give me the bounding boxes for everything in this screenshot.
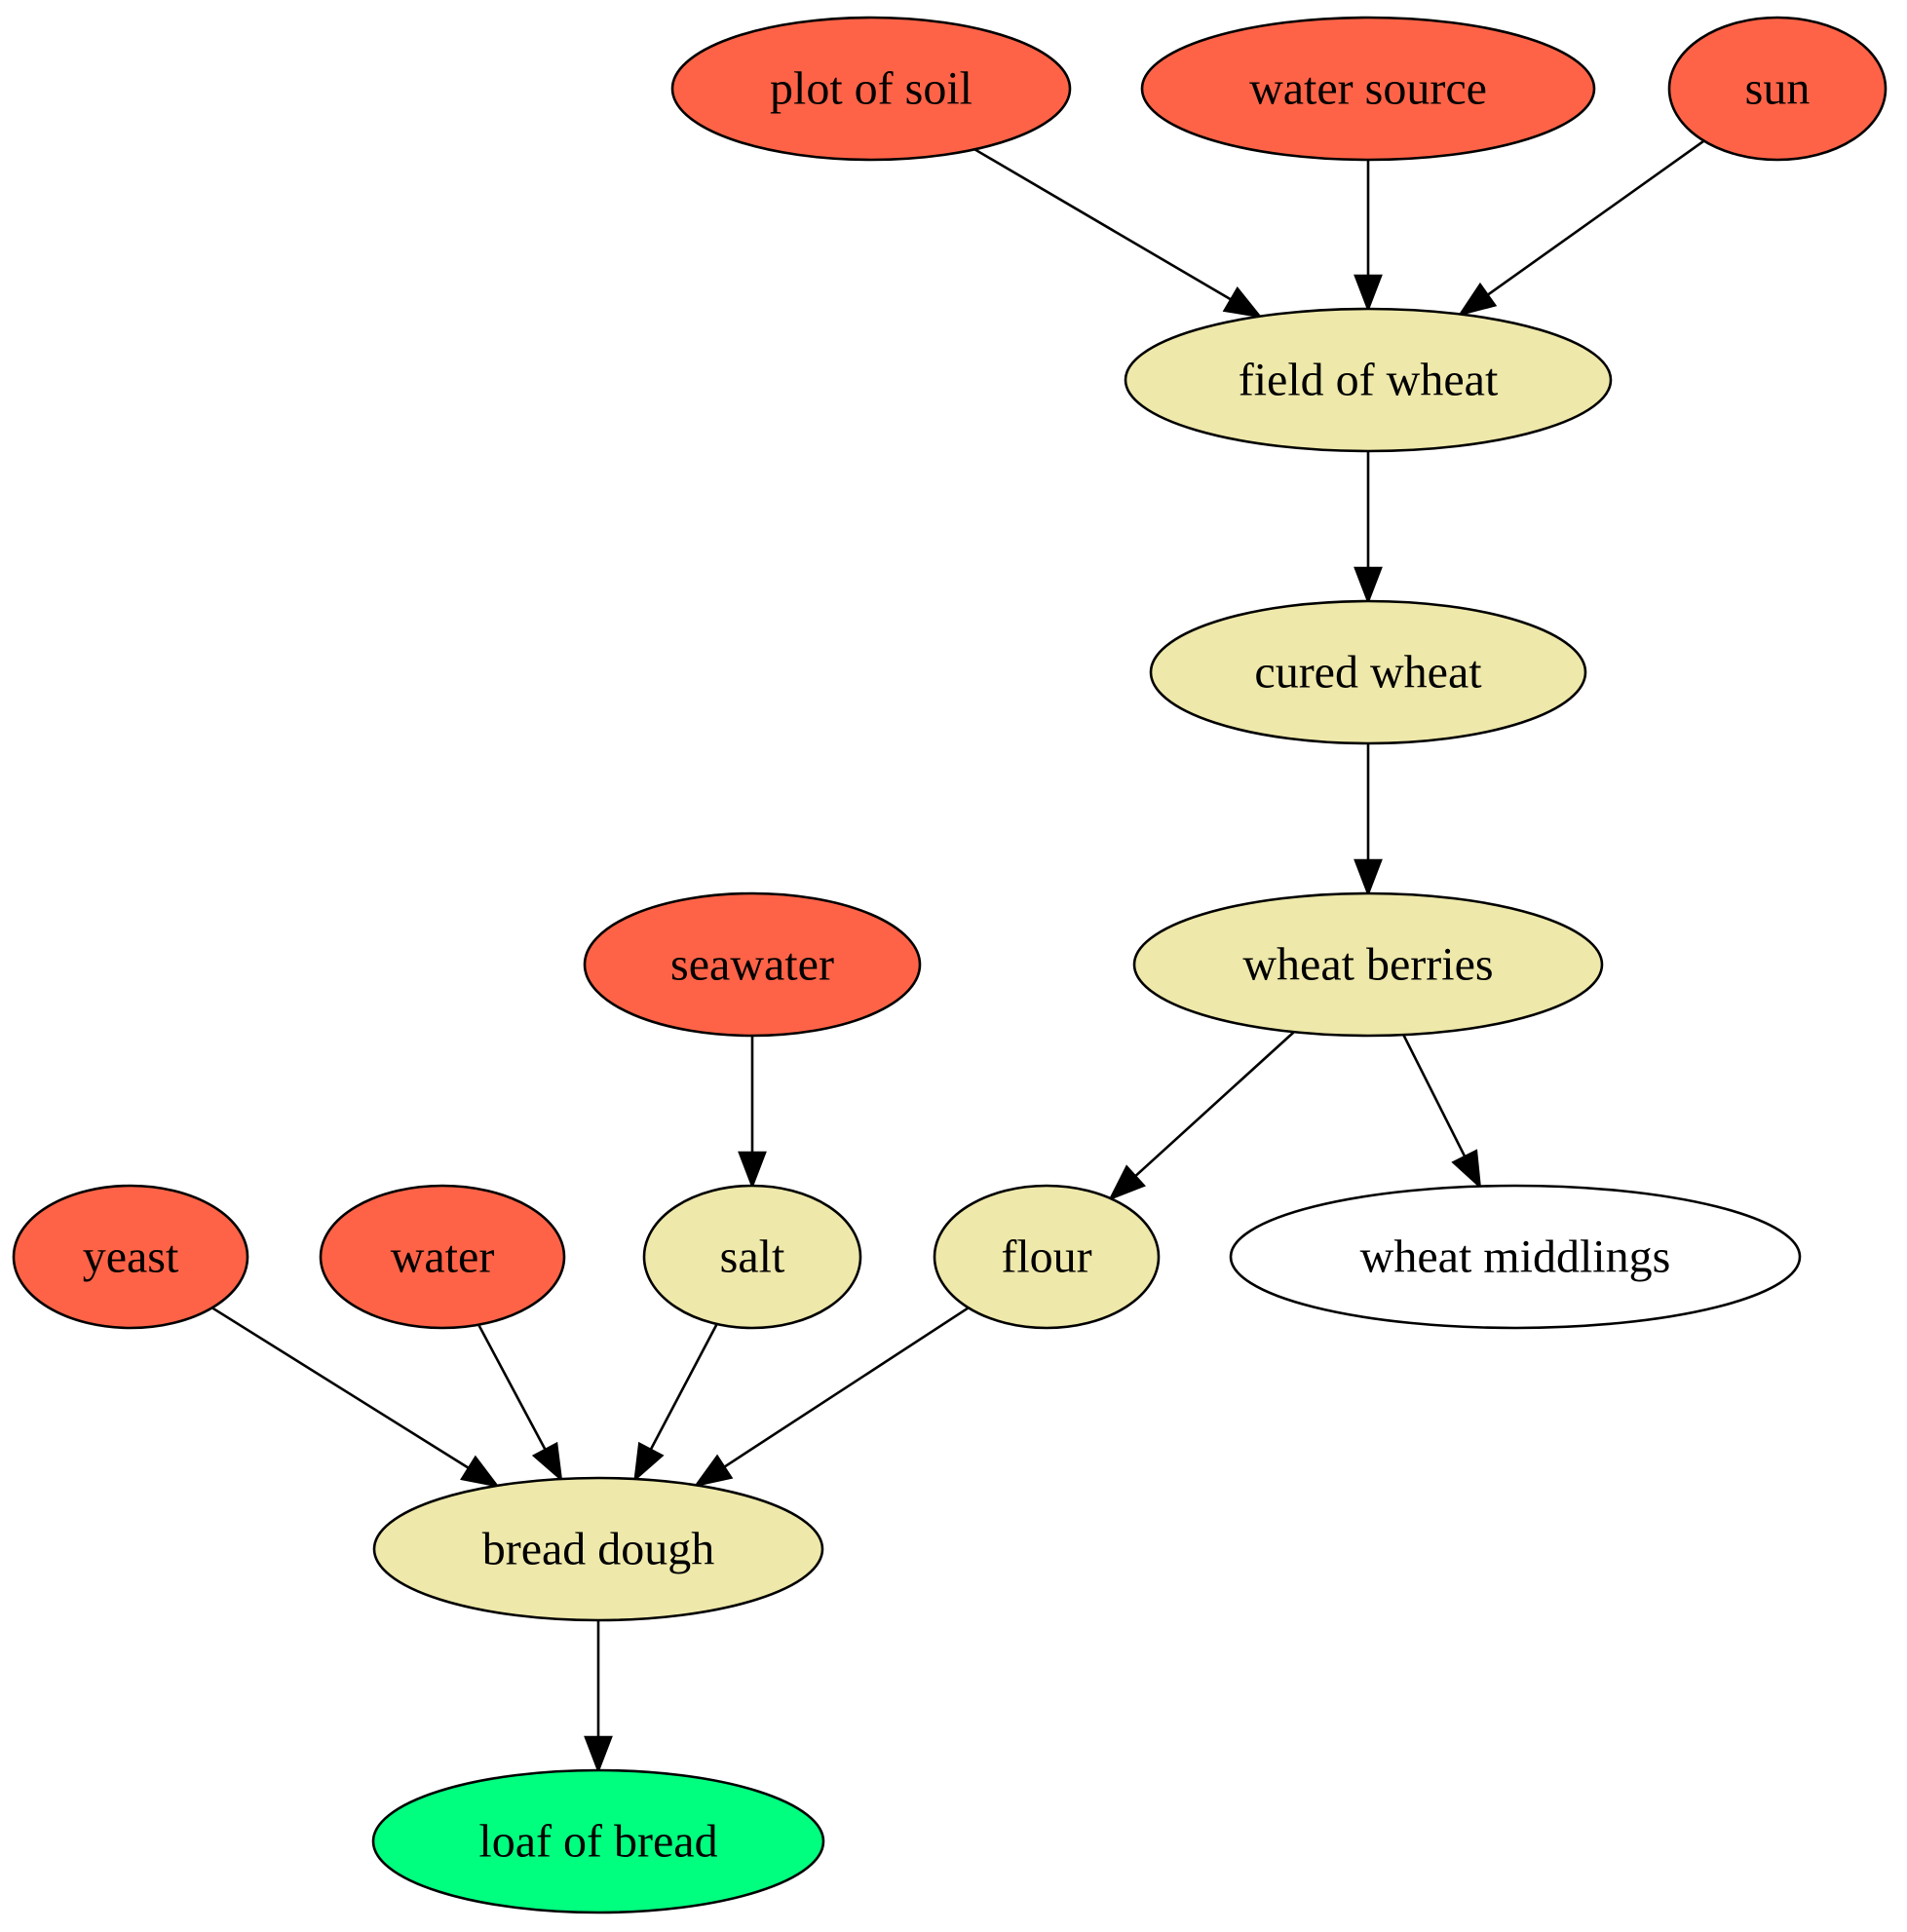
edge-line (649, 1323, 718, 1451)
node-label: salt (720, 1231, 785, 1283)
edge-line (723, 1307, 970, 1468)
edge-water-to-bread-dough (477, 1324, 563, 1483)
node-flour: flour (933, 1184, 1161, 1330)
node-label: loaf of bread (478, 1816, 717, 1868)
arrowhead (1457, 282, 1498, 317)
node-label: water source (1249, 63, 1487, 115)
edge-line (1486, 139, 1705, 296)
node-seawater: seawater (583, 891, 922, 1038)
arrowhead (1354, 274, 1383, 313)
node-salt: salt (642, 1184, 862, 1330)
node-label: sun (1745, 63, 1811, 115)
node-ellipse (583, 891, 922, 1038)
arrowhead (460, 1455, 500, 1488)
node-wheat-middlings: wheat middlings (1229, 1184, 1802, 1330)
edge-line (477, 1324, 547, 1451)
edge-bread-dough-to-loaf-of-bread (584, 1620, 613, 1774)
edge-yeast-to-bread-dough (211, 1307, 500, 1488)
node-ellipse (12, 1184, 249, 1330)
node-wheat-berries: wheat berries (1132, 891, 1604, 1038)
node-ellipse (1229, 1184, 1802, 1330)
node-label: water (391, 1231, 495, 1283)
arrowhead (738, 1151, 767, 1190)
node-sun: sun (1667, 16, 1888, 162)
edge-seawater-to-salt (738, 1036, 767, 1190)
arrowhead (1451, 1149, 1482, 1190)
node-label: flour (1001, 1231, 1091, 1283)
node-label: bread dough (482, 1524, 715, 1575)
arrowhead (1354, 566, 1383, 605)
edge-cured-wheat-to-wheat-berries (1354, 743, 1383, 897)
node-label: yeast (83, 1231, 179, 1283)
arrowhead (693, 1454, 734, 1488)
edge-wheat-berries-to-wheat-middlings (1402, 1034, 1482, 1190)
edge-salt-to-bread-dough (633, 1323, 718, 1483)
edge-wheat-berries-to-flour (1108, 1031, 1295, 1201)
node-label: wheat berries (1242, 939, 1493, 991)
edge-sun-to-field-of-wheat (1457, 139, 1705, 317)
edges-layer (211, 139, 1705, 1774)
node-ellipse (319, 1184, 566, 1330)
nodes-layer: plot of soil water source sun field of whea… (12, 16, 1888, 1914)
node-ellipse (1149, 599, 1587, 745)
edge-plot-of-soil-to-field-of-wheat (973, 148, 1263, 319)
node-loaf-of-bread: loaf of bread (371, 1768, 825, 1914)
edge-line (973, 148, 1232, 301)
node-label: seawater (670, 939, 834, 991)
node-water: water (319, 1184, 566, 1330)
node-ellipse (933, 1184, 1161, 1330)
node-ellipse (1140, 16, 1596, 162)
node-label: cured wheat (1254, 647, 1482, 699)
edge-line (1402, 1034, 1467, 1157)
edge-water-source-to-field-of-wheat (1354, 160, 1383, 313)
node-water-source: water source (1140, 16, 1596, 162)
arrowhead (633, 1441, 665, 1483)
edge-field-of-wheat-to-cured-wheat (1354, 451, 1383, 605)
arrowhead (1354, 858, 1383, 897)
node-label: plot of soil (770, 63, 973, 115)
node-ellipse (1124, 307, 1613, 453)
node-bread-dough: bread dough (372, 1476, 824, 1622)
node-yeast: yeast (12, 1184, 249, 1330)
node-label: wheat middlings (1360, 1231, 1671, 1283)
node-ellipse (670, 16, 1072, 162)
node-label: field of wheat (1239, 355, 1499, 406)
arrowhead (531, 1441, 563, 1483)
node-ellipse (371, 1768, 825, 1914)
arrowhead (1222, 286, 1263, 319)
node-field-of-wheat: field of wheat (1124, 307, 1613, 453)
node-cured-wheat: cured wheat (1149, 599, 1587, 745)
edge-flour-to-bread-dough (693, 1307, 970, 1488)
node-plot-of-soil: plot of soil (670, 16, 1072, 162)
edge-line (1134, 1031, 1295, 1178)
arrowhead (584, 1735, 613, 1774)
node-ellipse (372, 1476, 824, 1622)
node-ellipse (642, 1184, 862, 1330)
arrowhead (1108, 1164, 1146, 1201)
edge-line (211, 1307, 470, 1469)
node-ellipse (1132, 891, 1604, 1038)
node-ellipse (1667, 16, 1888, 162)
